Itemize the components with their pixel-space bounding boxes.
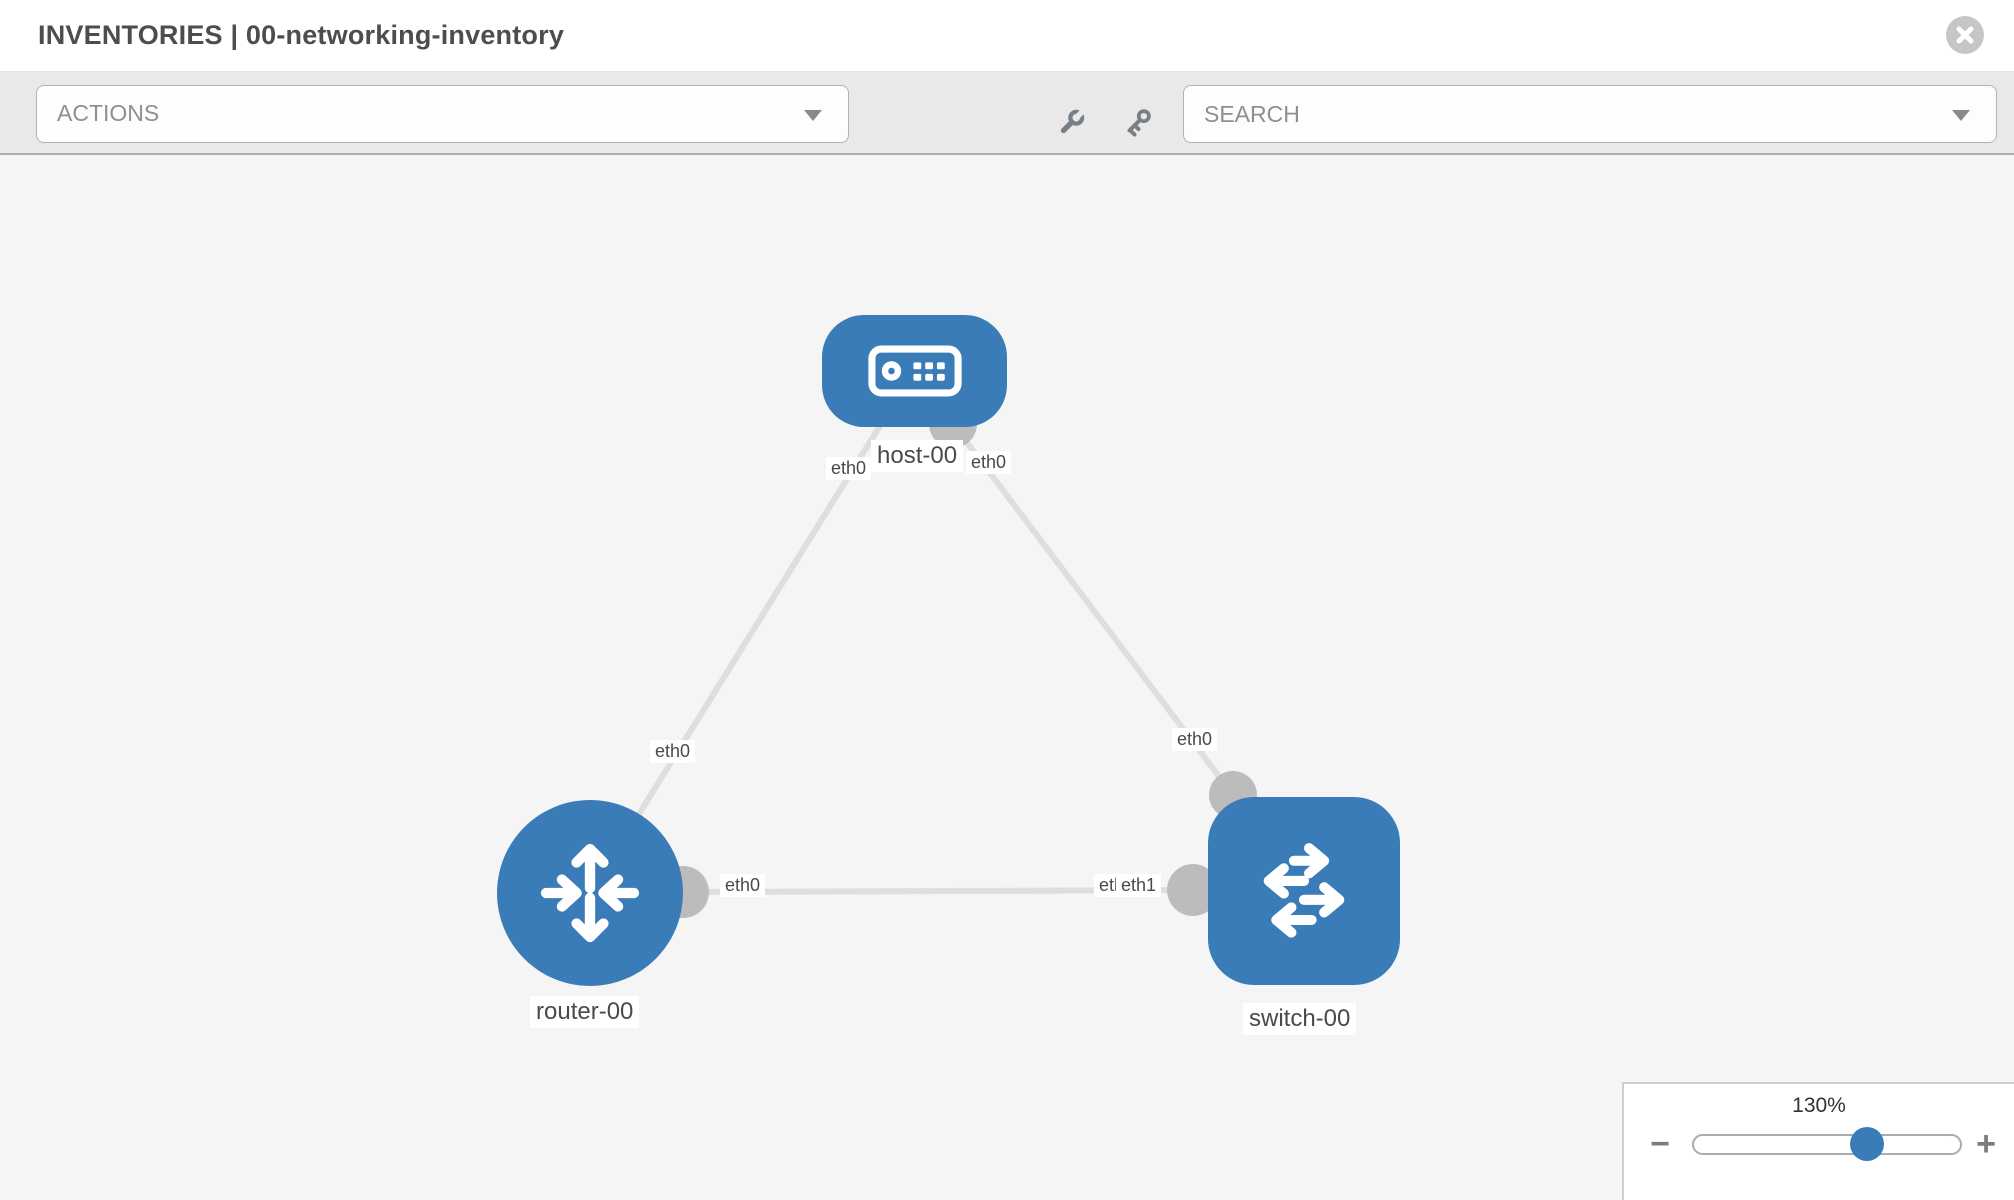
switch-icon (1263, 843, 1345, 938)
actions-dropdown-label: ACTIONS (57, 100, 160, 126)
topology-canvas[interactable]: host-00 router-00 switch-00 eth0 eth0 et… (0, 155, 2014, 1200)
topology-links (587, 369, 1257, 918)
zoom-in-button[interactable]: + (1976, 1125, 1996, 1163)
node-router-00[interactable] (497, 800, 683, 986)
port-label: eth0 (1172, 728, 1218, 751)
port-connector-switch-left[interactable] (1167, 864, 1219, 916)
node-label-switch: switch-00 (1243, 1003, 1357, 1035)
header: INVENTORIES | 00-networking-inventory (0, 0, 2014, 72)
router-icon (540, 843, 640, 943)
close-button[interactable] (1946, 16, 1984, 54)
wrench-icon (1060, 109, 1085, 134)
host-icon (867, 345, 962, 397)
zoom-slider[interactable] (1692, 1127, 1962, 1161)
zoom-level-value: 130% (1792, 1094, 1846, 1117)
toolbar: ACTIONS (0, 72, 2014, 155)
port-label: eth0 (826, 457, 872, 480)
credentials-button[interactable] (1115, 99, 1161, 145)
configure-button[interactable] (1049, 99, 1095, 145)
search-chevron-down-icon (1952, 110, 1970, 121)
port-label: eth0 (650, 740, 696, 763)
page-title: INVENTORIES | 00-networking-inventory (38, 20, 565, 50)
node-label-router: router-00 (530, 996, 640, 1028)
node-host-00[interactable] (822, 315, 1007, 427)
search-container (1183, 85, 1997, 143)
port-label: eth1 (1116, 874, 1162, 897)
zoom-out-button[interactable]: − (1650, 1125, 1670, 1163)
port-label: eth0 (966, 451, 1012, 474)
zoom-slider-knob[interactable] (1850, 1127, 1884, 1161)
node-label-host: host-00 (871, 440, 964, 472)
port-label: eth0 (720, 874, 766, 897)
search-input[interactable] (1184, 86, 1996, 142)
node-switch-00[interactable] (1208, 797, 1400, 985)
actions-dropdown[interactable]: ACTIONS (36, 85, 849, 143)
close-icon (1956, 26, 1974, 44)
key-icon (1127, 109, 1151, 137)
chevron-down-icon (804, 110, 822, 121)
zoom-control: 130% − + (1622, 1082, 2014, 1200)
